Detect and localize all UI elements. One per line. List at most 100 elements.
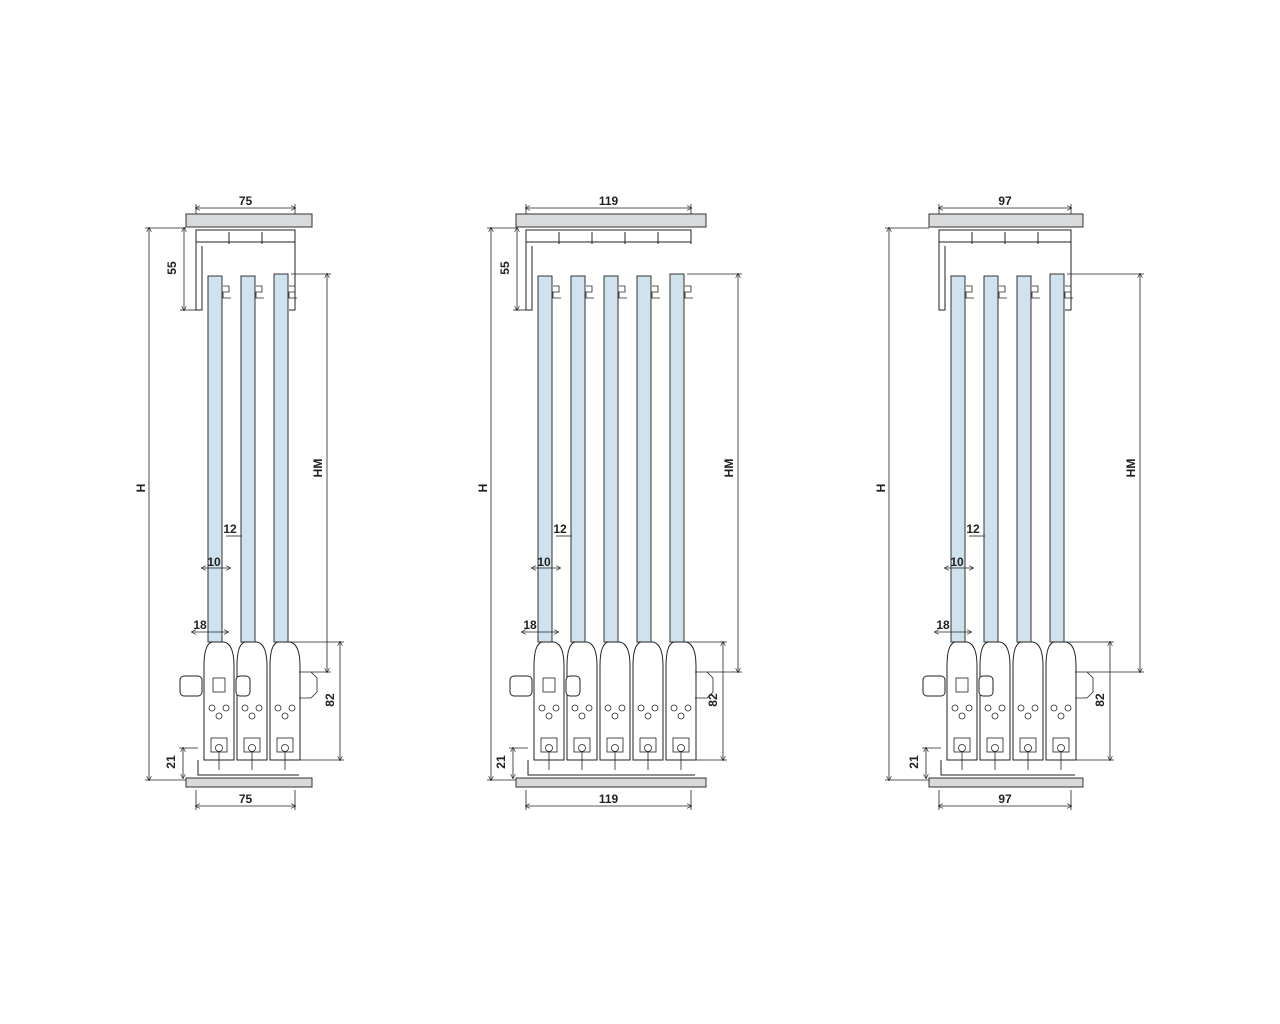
screw-icon — [288, 704, 296, 712]
glass-panel — [669, 273, 685, 643]
top-profile-label: 55 — [498, 261, 512, 275]
rail-hook — [255, 285, 264, 299]
carriage-body — [203, 641, 235, 761]
height-label: H — [874, 484, 888, 493]
profile-left-leg — [938, 242, 946, 311]
diagrams-root: 7575H55HM8221121018119119H55HM8221121018… — [134, 194, 1144, 810]
screw-icon — [222, 704, 230, 712]
screw-icon — [552, 704, 560, 712]
screw-icon — [208, 704, 216, 712]
screw-icon — [991, 712, 999, 720]
roller-wheel-icon — [991, 744, 999, 752]
rail-hook — [552, 285, 561, 299]
bottom-plate — [928, 777, 1084, 788]
rail-hook — [684, 285, 693, 299]
bottom-rail — [197, 760, 299, 776]
side-knob-left — [922, 675, 946, 697]
bottom-plate — [515, 777, 707, 788]
bottom-rail — [527, 760, 695, 776]
roller-wheel-icon — [644, 744, 652, 752]
top-plate — [185, 213, 313, 228]
screw-icon — [677, 712, 685, 720]
roller-wheel-icon — [677, 744, 685, 752]
glass-panel — [1016, 275, 1032, 643]
rail-hook — [585, 285, 594, 299]
roller-wheel-icon — [1057, 744, 1065, 752]
bottom-profile-label: 21 — [164, 755, 178, 769]
glass-offset-label: 12 — [223, 522, 237, 536]
roller-wheel-icon — [578, 744, 586, 752]
top-plate — [515, 213, 707, 228]
screw-icon — [1031, 704, 1039, 712]
fitting-height-label: 82 — [1093, 693, 1107, 707]
hm-label: HM — [722, 459, 736, 478]
carriage-body — [1045, 641, 1077, 761]
carriage-body — [946, 641, 978, 761]
rail-hook — [651, 285, 660, 299]
roller-wheel-icon — [545, 744, 553, 752]
roller-wheel-icon — [1024, 744, 1032, 752]
glass-panel — [950, 275, 966, 643]
rail-hook — [965, 285, 974, 299]
screw-icon — [215, 712, 223, 720]
top-width-label: 97 — [998, 194, 1012, 208]
rail-hook — [998, 285, 1007, 299]
glass-thickness-label: 10 — [950, 555, 964, 569]
side-knob-right — [978, 675, 994, 697]
screw-icon — [618, 704, 626, 712]
carriage-body — [979, 641, 1011, 761]
lock-window — [542, 677, 556, 693]
glass-thickness-label: 10 — [537, 555, 551, 569]
screw-icon — [274, 704, 282, 712]
glass-panel — [1049, 273, 1065, 643]
fitting-width-label: 18 — [193, 618, 207, 632]
screw-icon — [637, 704, 645, 712]
screw-icon — [248, 712, 256, 720]
fitting-height-label: 82 — [706, 693, 720, 707]
profile-left-leg — [525, 242, 533, 311]
screw-icon — [1017, 704, 1025, 712]
bottom-profile-label: 21 — [907, 755, 921, 769]
side-knob-left — [179, 675, 203, 697]
roller-wheel-icon — [248, 744, 256, 752]
fitting-width-label: 18 — [523, 618, 537, 632]
profile-left-leg — [195, 242, 203, 311]
glass-panel — [537, 275, 553, 643]
glass-offset-label: 12 — [553, 522, 567, 536]
screw-icon — [281, 712, 289, 720]
top-rail-profile — [525, 229, 692, 243]
top-plate — [928, 213, 1084, 228]
top-rail-profile — [195, 229, 296, 243]
screw-icon — [1064, 704, 1072, 712]
carriage-body — [632, 641, 664, 761]
bottom-profile-label: 21 — [494, 755, 508, 769]
screw-icon — [1057, 712, 1065, 720]
screw-icon — [644, 712, 652, 720]
bottom-plate — [185, 777, 313, 788]
screw-icon — [951, 704, 959, 712]
bottom-width-label: 119 — [599, 792, 619, 806]
carriage-body — [599, 641, 631, 761]
bottom-width-label: 97 — [998, 792, 1012, 806]
screw-icon — [538, 704, 546, 712]
screw-icon — [604, 704, 612, 712]
profile-right-leg — [1065, 242, 1072, 311]
glass-panel — [983, 275, 999, 643]
carriage-body — [236, 641, 268, 761]
hm-label: HM — [1124, 459, 1138, 478]
screw-icon — [255, 704, 263, 712]
screw-icon — [958, 712, 966, 720]
screw-icon — [571, 704, 579, 712]
rail-hook — [1031, 285, 1040, 299]
screw-icon — [1050, 704, 1058, 712]
rail-hook — [1064, 285, 1073, 299]
end-stopper — [299, 671, 318, 699]
rail-hook — [222, 285, 231, 299]
carriage-body — [533, 641, 565, 761]
glass-panel — [273, 273, 289, 643]
screw-icon — [611, 712, 619, 720]
screw-icon — [1024, 712, 1032, 720]
